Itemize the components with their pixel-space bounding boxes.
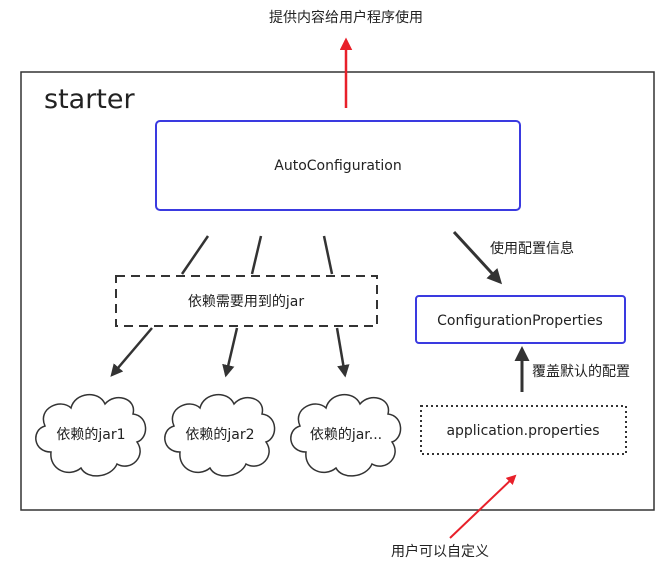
jar3-cloud — [290, 394, 402, 477]
starter-title: starter — [44, 84, 135, 115]
link-line — [322, 235, 334, 275]
jar2-label: 依赖的jar2 — [185, 427, 254, 443]
auto-configuration-box — [155, 120, 521, 211]
link-line — [250, 235, 263, 275]
jar1-label: 依赖的jar1 — [56, 427, 125, 443]
override-default-label: 覆盖默认的配置 — [532, 364, 630, 380]
jar1-cloud — [35, 394, 147, 477]
jar3-label: 依赖的jar... — [310, 427, 382, 443]
dependency-jar-label: 依赖需要用到的jar — [188, 294, 304, 310]
configuration-properties-label: ConfigurationProperties — [437, 313, 603, 329]
use-config-label: 使用配置信息 — [490, 240, 574, 257]
link-line — [180, 235, 210, 275]
use-config-arrow — [452, 230, 503, 285]
dependency-arrow — [110, 327, 153, 377]
dependency-jar-box — [115, 275, 378, 327]
configuration-properties-box — [415, 295, 626, 344]
user-custom-label: 用户可以自定义 — [391, 543, 489, 560]
auto-configuration-label: AutoConfiguration — [274, 158, 401, 174]
jar2-cloud — [164, 394, 276, 477]
application-properties-box — [420, 405, 627, 455]
top-label: 提供内容给用户程序使用 — [269, 9, 423, 26]
starter-container — [20, 71, 655, 511]
user-custom-arrow — [449, 474, 517, 539]
dependency-arrow — [222, 327, 239, 378]
application-properties-label: application.properties — [446, 423, 599, 439]
dependency-arrow — [335, 327, 350, 378]
